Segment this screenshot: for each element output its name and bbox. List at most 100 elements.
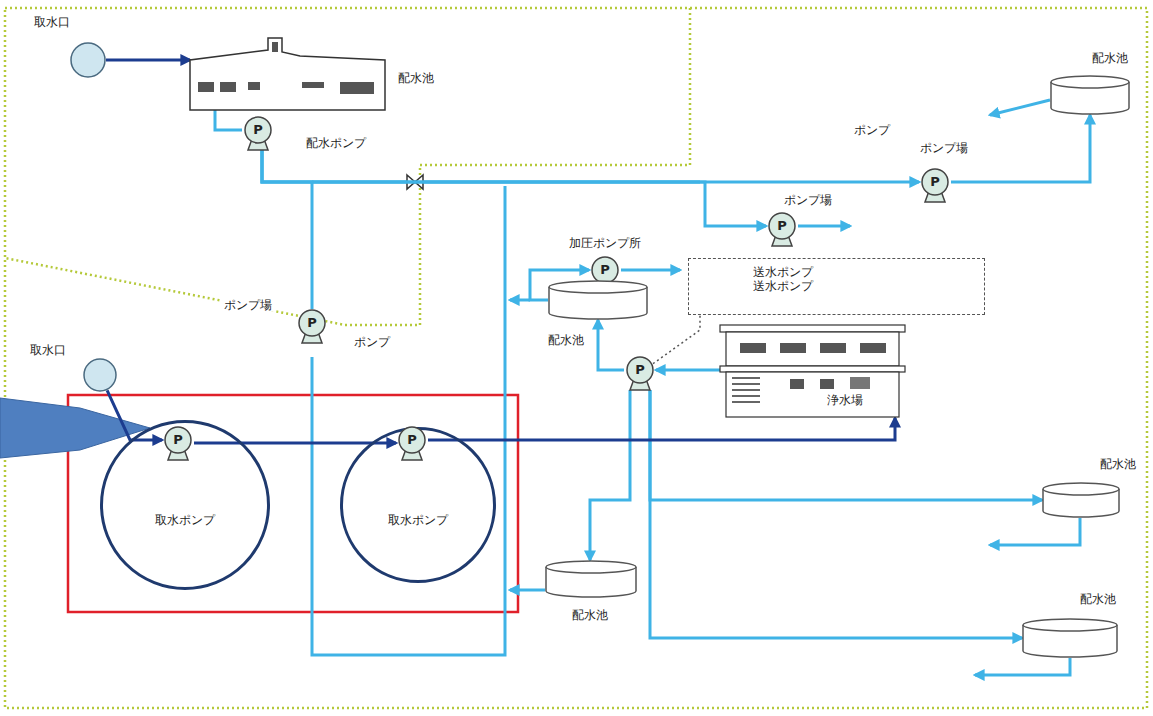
node-label: ポンプ <box>852 123 892 137</box>
highlight-node: 取水ポンプ P <box>100 420 270 590</box>
pipe-connector <box>656 369 720 372</box>
intake-node: 取水口 <box>83 358 117 392</box>
pump-node: ポンプポンプ場P <box>919 168 951 202</box>
pump-node: P <box>162 426 194 460</box>
node-label: 取水口 <box>32 15 72 29</box>
building-symbol <box>190 38 385 110</box>
pump-node: P <box>396 426 428 460</box>
pipe-connector <box>650 390 1022 638</box>
pipe-connector <box>650 390 1042 500</box>
tank-symbol <box>548 280 648 320</box>
pipe-line <box>990 100 1050 115</box>
pipe-connector <box>194 442 396 445</box>
pump-node: P <box>624 356 656 390</box>
node-label: 配水池 <box>1090 51 1130 65</box>
pump-body <box>627 357 653 383</box>
building-louver <box>732 395 760 397</box>
tank-top <box>1023 619 1117 631</box>
pump-letter: P <box>407 432 417 448</box>
tank-node: 配水池 <box>545 560 637 598</box>
pipe-line <box>798 225 850 228</box>
label-box: 送水ポンプ送水ポンプ <box>688 258 985 315</box>
node-label: ポンプ場 <box>782 193 834 207</box>
tank-top <box>546 561 636 573</box>
intake-symbol <box>83 358 117 392</box>
intake-symbol <box>70 42 106 78</box>
pump-body <box>165 427 191 453</box>
building-floor <box>726 332 899 366</box>
pump-letter: P <box>173 432 183 448</box>
pump-body <box>592 257 618 283</box>
leader-line <box>653 315 700 364</box>
building-roof <box>720 325 905 332</box>
pump-node: ポンプ場P <box>766 212 798 246</box>
building-symbol <box>720 325 905 418</box>
node-label: 送水ポンプ <box>753 279 974 293</box>
pipe-line <box>621 269 680 272</box>
building-window <box>740 343 766 353</box>
building-louver <box>732 383 760 385</box>
pipe-connector <box>262 150 766 226</box>
tank-symbol <box>1042 482 1120 518</box>
highlight-node: 取水ポンプ P <box>340 427 496 583</box>
pipe-connector <box>262 150 919 182</box>
facility-node: 配水池 <box>190 38 385 110</box>
node-label: 配水池 <box>396 71 436 85</box>
pipe-connector <box>106 59 190 62</box>
pump-body <box>299 310 325 336</box>
building-window <box>198 82 214 92</box>
zone-border <box>5 8 690 325</box>
node-label: 配水池 <box>570 608 610 622</box>
intake-node: 取水口 <box>70 42 106 78</box>
tank-node: 配水池 <box>1042 482 1120 518</box>
node-label: ポンプ場 <box>222 298 274 312</box>
building-window <box>220 82 236 92</box>
pipe-connector <box>590 390 630 560</box>
tank-top <box>549 281 647 293</box>
building-roof <box>720 366 905 372</box>
node-label: 取水ポンプ <box>388 513 448 527</box>
node-label: 浄水場 <box>825 393 865 407</box>
node-label: 配水ポンプ <box>304 136 368 150</box>
node-label: 取水口 <box>28 343 68 357</box>
building-window <box>780 343 806 353</box>
pipe-line <box>510 299 530 302</box>
pump-body <box>245 117 271 143</box>
pump-node: P配水ポンプ <box>242 116 274 150</box>
pump-letter: P <box>635 362 645 378</box>
building-window <box>860 343 886 353</box>
intake-circle <box>84 359 116 391</box>
pump-body <box>769 213 795 239</box>
pump-letter: P <box>307 315 317 331</box>
building-louver <box>732 377 760 379</box>
pipe-connector <box>262 150 312 309</box>
pipe-connector <box>598 320 624 370</box>
pipe-connector <box>215 110 242 130</box>
pipe-connector <box>107 390 162 440</box>
tank-symbol <box>545 560 637 598</box>
node-label: 配水池 <box>546 333 586 347</box>
pump-letter: P <box>600 262 610 278</box>
building-louver <box>732 401 760 403</box>
facility-node: 浄水場 <box>720 325 905 418</box>
building-floor <box>726 372 899 417</box>
building-outline <box>190 38 385 110</box>
node-label: 加圧ポンプ所 <box>567 236 643 250</box>
building-window <box>272 42 278 52</box>
node-label: ポンプ <box>352 335 392 349</box>
tank-top <box>1043 483 1119 495</box>
pipe-connector <box>428 418 895 440</box>
tank-node: 配水池 <box>548 280 648 320</box>
pump-body <box>922 169 948 195</box>
building-window <box>340 82 374 94</box>
pipe-line <box>975 658 1070 675</box>
pipe-lines <box>312 100 1080 675</box>
building-window <box>820 379 834 389</box>
building-window <box>248 82 260 90</box>
pump-node: ポンプ場Pポンプ <box>296 309 328 343</box>
service-area-border <box>5 8 1147 708</box>
pipe-line <box>990 518 1080 545</box>
building-louver <box>732 389 760 391</box>
node-label: 取水ポンプ <box>155 513 215 527</box>
